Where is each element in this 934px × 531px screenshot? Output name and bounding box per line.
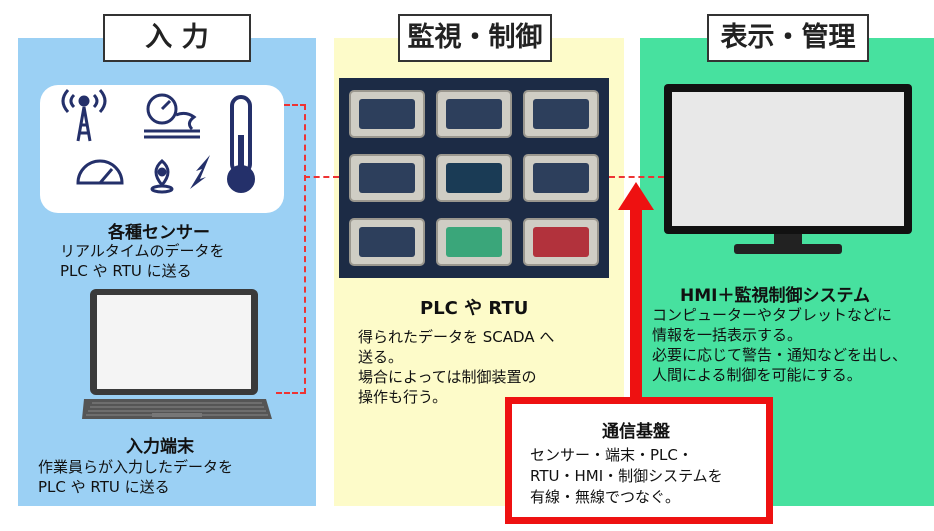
plc-rtu-text-1: 得られたデータを SCADA へ — [358, 328, 555, 346]
comm-text-3: 有線・無線でつなぐ。 — [530, 488, 681, 506]
arrow-up-icon — [618, 182, 654, 408]
display-title: 表示・管理 — [707, 14, 869, 62]
connector-line — [609, 176, 664, 178]
console-panel — [349, 90, 425, 138]
hmi-text-2: 情報を一括表示する。 — [652, 326, 803, 344]
sensors-text-2: PLC や RTU に送る — [60, 262, 192, 280]
console-panel — [349, 218, 425, 266]
plc-rtu-text-2: 送る。 — [358, 348, 404, 366]
antenna-tower-icon — [61, 88, 107, 142]
hmi-text-3: 必要に応じて警告・通知などを出し、 — [652, 346, 908, 364]
console-panel — [523, 154, 599, 202]
console-panel — [523, 218, 599, 266]
console-panel — [349, 154, 425, 202]
pressure-gauge-icon — [144, 93, 200, 139]
sensor-icons — [61, 88, 255, 194]
terminal-text-1: 作業員らが入力したデータを — [38, 458, 234, 476]
monitor-title: 監視・制御 — [398, 14, 552, 62]
thermometer-icon — [227, 95, 255, 193]
hmi-text-4: 人間による制御を可能にする。 — [652, 366, 862, 384]
monitor-icon — [664, 84, 912, 254]
gps-pin-icon — [150, 159, 174, 194]
hmi-heading: HMI＋監視制御システム — [680, 286, 870, 306]
control-console-icon — [339, 78, 609, 278]
console-panel — [436, 154, 512, 202]
plc-rtu-heading: PLC や RTU — [420, 298, 529, 319]
connector-line — [304, 104, 306, 394]
plc-rtu-text-4: 操作も行う。 — [358, 388, 448, 406]
connector-line — [276, 392, 306, 394]
terminal-text-2: PLC や RTU に送る — [38, 478, 170, 496]
console-panel — [523, 90, 599, 138]
comm-text-2: RTU・HMI・制御システムを — [530, 467, 723, 485]
connector-line — [304, 176, 339, 178]
plc-rtu-text-3: 場合によっては制御装置の — [358, 368, 537, 386]
lightning-icon — [190, 155, 210, 189]
laptop-icon — [82, 289, 272, 419]
comm-text-1: センサー・端末・PLC・ — [530, 446, 693, 464]
connector-line — [284, 104, 306, 106]
sensors-text-1: リアルタイムのデータを — [60, 242, 225, 260]
input-title: 入 力 — [103, 14, 251, 62]
comm-heading: 通信基盤 — [602, 422, 670, 442]
console-panel — [436, 90, 512, 138]
communication-box — [505, 397, 773, 524]
speedometer-icon — [76, 159, 124, 185]
hmi-text-1: コンピューターやタブレットなどに — [652, 306, 893, 324]
console-panel — [436, 218, 512, 266]
sensors-heading: 各種センサー — [108, 223, 210, 243]
terminal-heading: 入力端末 — [126, 437, 194, 457]
